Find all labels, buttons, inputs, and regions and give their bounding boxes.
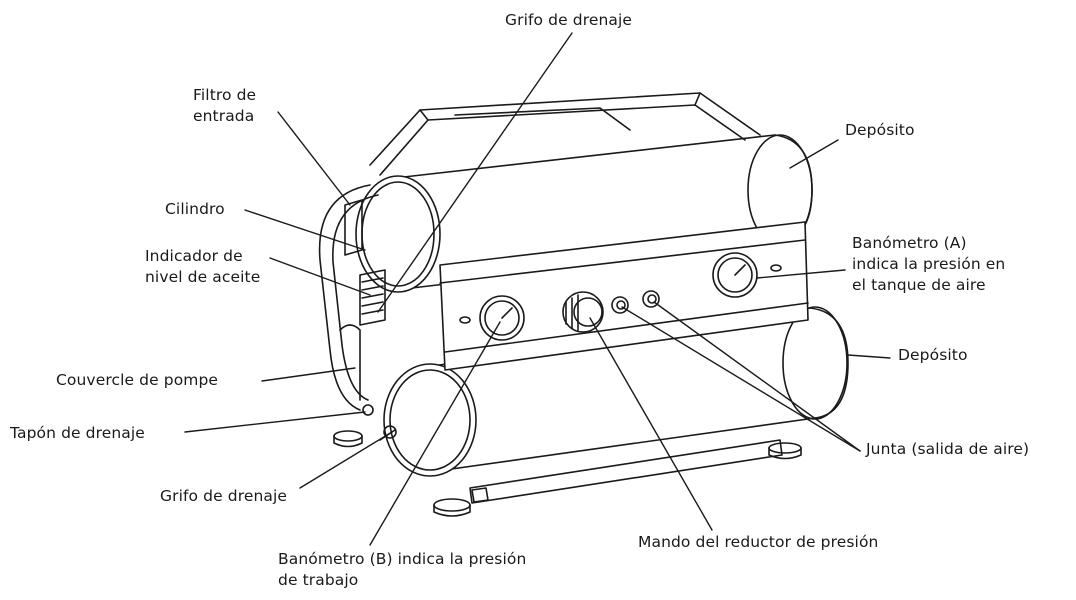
label-banometro-a-line1: Banómetro (A) [852, 234, 967, 252]
label-banometro-b-line1: Banómetro (B) indica la presión [278, 550, 527, 568]
label-deposito-bottom: Depósito [898, 346, 968, 364]
leader-indicador [269, 257, 371, 296]
label-filtro-line2: entrada [193, 107, 255, 125]
label-tapon-de-drenaje: Tapón de drenaje [10, 424, 145, 442]
leader-mando [589, 317, 713, 531]
pressure-knob [562, 291, 604, 333]
label-mando-reductor-presion: Mando del reductor de presión [638, 533, 879, 551]
leader-banometro-b [369, 321, 501, 546]
leader-filtro [277, 111, 351, 206]
leader-tapon [184, 411, 366, 433]
leader-grifo-top [377, 32, 573, 313]
label-grifo-de-drenaje-bottom: Grifo de drenaje [160, 487, 288, 505]
label-banometro-b: Banómetro (B) indica la presión de traba… [278, 549, 526, 591]
label-indicador-line2: nivel de aceite [145, 268, 261, 286]
label-filtro-de-entrada: Filtro de entrada [193, 85, 256, 127]
carry-handle [369, 92, 761, 176]
label-banometro-a: Banómetro (A) indica la presión en el ta… [852, 233, 1005, 296]
control-panel [439, 221, 809, 371]
gauge-b [479, 295, 525, 341]
leader-couvercle [261, 367, 356, 382]
label-banometro-b-line2: de trabajo [278, 571, 359, 589]
label-banometro-a-line3: el tanque de aire [852, 276, 986, 294]
feet-and-base [333, 430, 802, 517]
leader-banometro-a [756, 269, 846, 279]
label-indicador-nivel-aceite: Indicador de nivel de aceite [145, 246, 260, 288]
leader-lines [184, 32, 891, 546]
label-banometro-a-line2: indica la presión en [852, 255, 1006, 273]
label-deposito-top: Depósito [845, 121, 915, 139]
leader-deposito-bottom [847, 354, 891, 359]
label-junta-salida-aire: Junta (salida de aire) [866, 440, 1030, 458]
leader-grifo-bottom [299, 431, 393, 489]
leader-junta-1 [621, 306, 861, 452]
label-cilindro: Cilindro [165, 200, 225, 218]
label-couvercle-de-pompe: Couvercle de pompe [56, 371, 219, 389]
label-indicador-line1: Indicador de [145, 247, 243, 265]
leader-cilindro [244, 209, 366, 251]
leader-junta-2 [653, 301, 861, 452]
gauge-a [712, 252, 758, 298]
label-filtro-line1: Filtro de [193, 86, 257, 104]
leader-deposito-top [789, 139, 839, 169]
label-grifo-de-drenaje-top: Grifo de drenaje [505, 11, 633, 29]
air-outlets [611, 290, 660, 314]
